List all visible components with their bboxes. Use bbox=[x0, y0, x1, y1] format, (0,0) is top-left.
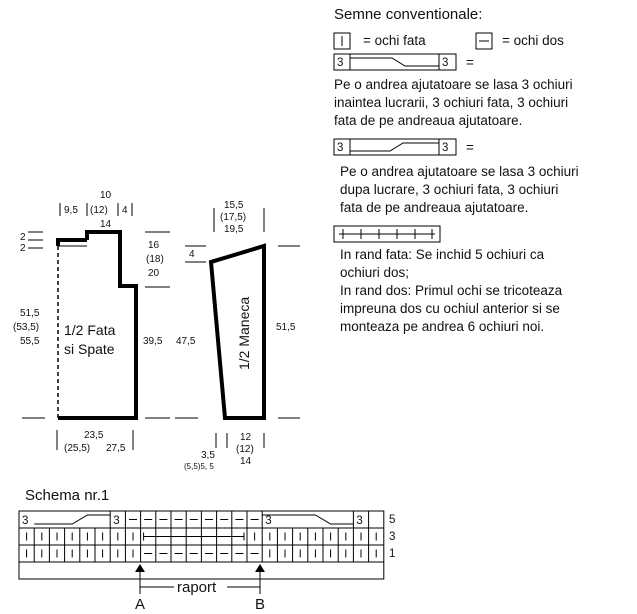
bindoff-desc-2: ochiuri dos; bbox=[340, 265, 409, 280]
body-height-3: 55,5 bbox=[20, 336, 40, 347]
body-top-width-b: (12) bbox=[90, 205, 108, 216]
body-armhole-1: 16 bbox=[148, 240, 160, 251]
sleeve-bottom-3: 14 bbox=[240, 456, 252, 467]
sleeve-bottom-1: 12 bbox=[240, 432, 252, 443]
cable-front-num-right: 3 bbox=[442, 57, 448, 69]
body-shoulder-left: 9,5 bbox=[64, 205, 78, 216]
sleeve-bottom-2: (12) bbox=[236, 444, 254, 455]
marker-b-arrow-icon bbox=[255, 564, 265, 572]
sleeve-label: 1/2 Maneca bbox=[236, 297, 252, 370]
body-outline bbox=[58, 230, 138, 420]
cable-front-icon bbox=[333, 53, 457, 71]
purl-stitch-icon bbox=[475, 32, 493, 50]
legend-title: Semne conventionale: bbox=[334, 6, 482, 23]
sleeve-top-3: 19,5 bbox=[224, 224, 244, 235]
schema-row-num-1: 1 bbox=[389, 548, 395, 560]
cable-back-num-right: 3 bbox=[442, 142, 448, 154]
body-shoulder-right: 4 bbox=[122, 205, 128, 216]
body-neck-side-2: 2 bbox=[20, 243, 26, 254]
bindoff-desc-1: In rand fata: Se inchid 5 ochiuri ca bbox=[340, 247, 545, 262]
body-label-2: si Spate bbox=[64, 341, 115, 357]
sleeve-top-2: (17,5) bbox=[220, 212, 246, 223]
sleeve-right-height: 51,5 bbox=[276, 322, 296, 333]
cable-front-desc-3: fata de pe andreaua ajutatoare. bbox=[334, 113, 522, 128]
body-top-width: 10 bbox=[100, 190, 112, 201]
sleeve-cap: 4 bbox=[189, 249, 195, 260]
knit-label: = ochi fata bbox=[363, 33, 426, 48]
repeat-label: raport bbox=[177, 579, 217, 596]
body-neck-side-1: 2 bbox=[20, 232, 26, 243]
body-top-width-c: 14 bbox=[100, 219, 112, 230]
body-bottom-2: (25,5) bbox=[64, 443, 90, 454]
marker-a-arrow-icon bbox=[135, 564, 145, 572]
body-armhole-2: (18) bbox=[146, 254, 164, 265]
body-height-1: 51,5 bbox=[20, 308, 40, 319]
marker-a-label: A bbox=[135, 596, 145, 613]
cable-back-desc-2: dupa lucrare, 3 ochiuri fata, 3 ochiuri bbox=[340, 182, 558, 197]
marker-b-label: B bbox=[255, 596, 265, 613]
purl-label: = ochi dos bbox=[502, 33, 564, 48]
body-label-1: 1/2 Fata bbox=[64, 322, 116, 338]
schema-cable-num: 3 bbox=[265, 515, 271, 527]
schema-cable-num: 3 bbox=[22, 515, 28, 527]
cable-front-desc-2: inaintea lucrarii, 3 ochiuri fata, 3 och… bbox=[334, 95, 568, 110]
cable-back-icon bbox=[333, 138, 457, 156]
cable-front-num-left: 3 bbox=[337, 57, 343, 69]
cable-back-num-left: 3 bbox=[337, 142, 343, 154]
schema-cable-left bbox=[34, 514, 111, 525]
cable-front-desc-1: Pe o andrea ajutatoare se lasa 3 ochiuri bbox=[334, 77, 573, 92]
body-bottom-1: 23,5 bbox=[84, 430, 104, 441]
cable-back-desc-1: Pe o andrea ajutatoare se lasa 3 ochiuri bbox=[340, 164, 579, 179]
schema-row-num-3: 3 bbox=[389, 531, 395, 543]
schema-title: Schema nr.1 bbox=[25, 487, 109, 504]
bindoff-desc-5: monteaza pe andrea 6 ochiuri noi. bbox=[340, 319, 544, 334]
sleeve-offset-1: 3,5 bbox=[201, 450, 215, 461]
body-height-2: (53,5) bbox=[13, 322, 39, 333]
schema-cable-num: 3 bbox=[113, 515, 119, 527]
bindoff-desc-3: In rand dos: Primul ochi se tricoteaza bbox=[340, 283, 563, 298]
bindoff-icon bbox=[333, 225, 441, 243]
bindoff-desc-4: impreuna dos cu ochiul anterior si se bbox=[340, 301, 560, 316]
cable-front-equals: = bbox=[466, 55, 474, 70]
schema-cable-right bbox=[262, 514, 354, 525]
sleeve-left-height: 47,5 bbox=[176, 336, 196, 347]
body-neck-step bbox=[56, 238, 87, 246]
body-side-height: 39,5 bbox=[143, 336, 163, 347]
schema-row-num-5: 5 bbox=[389, 514, 395, 526]
sleeve-top-1: 15,5 bbox=[224, 200, 244, 211]
schema-cable-num: 3 bbox=[356, 515, 362, 527]
body-bottom-3: 27,5 bbox=[106, 443, 126, 454]
sleeve-outline bbox=[208, 243, 266, 420]
knit-stitch-icon bbox=[333, 32, 351, 50]
cable-back-desc-3: fata de pe andreaua ajutatoare. bbox=[340, 200, 528, 215]
body-armhole-3: 20 bbox=[148, 268, 160, 279]
cable-back-equals: = bbox=[466, 140, 474, 155]
sleeve-offset-2: (5,5)5, 5 bbox=[184, 462, 214, 471]
schema-grid: 3 3 3 3 bbox=[18, 510, 385, 580]
